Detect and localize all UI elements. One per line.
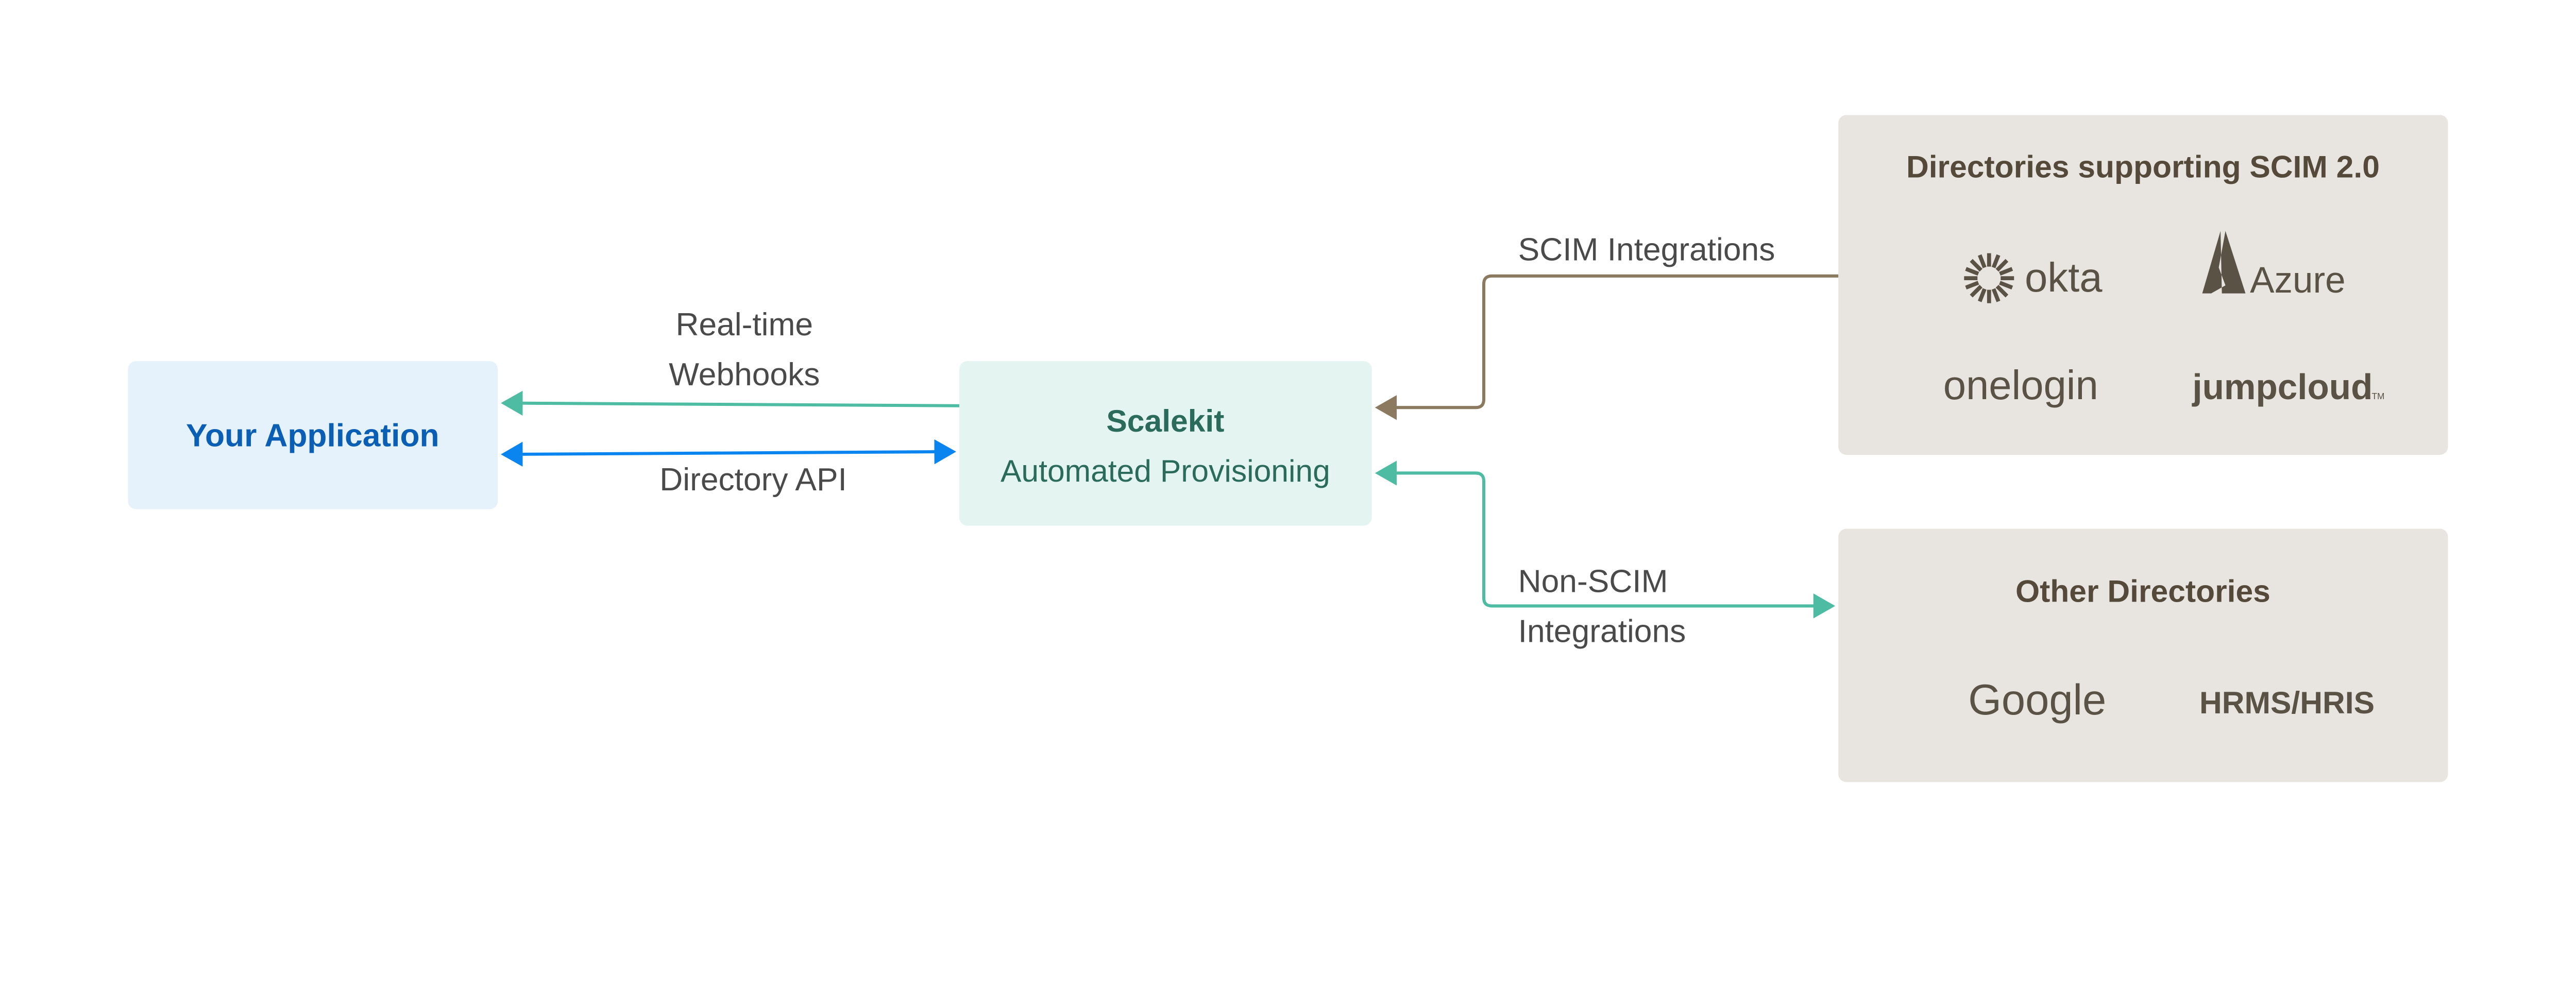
non-scim-label-line1: Non-SCIM	[1518, 564, 1668, 600]
non-scim-integrations-edge: Non-SCIM Integrations	[1375, 460, 1836, 650]
scim-integrations-edge: SCIM Integrations	[1375, 232, 1839, 420]
azure-logo: Azure	[2202, 231, 2346, 301]
scalekit-subtitle: Automated Provisioning	[1001, 453, 1330, 488]
onelogin-logo: onelogin	[1943, 362, 2098, 408]
scim-integrations-label: SCIM Integrations	[1518, 232, 1775, 268]
webhooks-edge: Real-time Webhooks	[501, 307, 960, 416]
other-directories-title: Other Directories	[2015, 574, 2270, 609]
azure-wordmark: Azure	[2250, 260, 2345, 301]
okta-sunburst-icon	[1964, 253, 2014, 303]
your-application-label: Your Application	[186, 418, 439, 454]
other-directories-node: Other Directories Google HRMS/HRIS	[1838, 528, 2448, 782]
scim-directories-title: Directories supporting SCIM 2.0	[1906, 149, 2380, 184]
hrms-hris-label: HRMS/HRIS	[2199, 685, 2375, 720]
webhooks-label-line1: Real-time	[675, 307, 813, 343]
scalekit-node: Scalekit Automated Provisioning	[959, 361, 1372, 526]
scim-directories-node: Directories supporting SCIM 2.0 okta Azu…	[1838, 115, 2448, 455]
directory-api-edge: Directory API	[501, 439, 956, 498]
google-logo: Google	[1968, 676, 2106, 724]
okta-wordmark: okta	[2025, 254, 2103, 300]
webhooks-label-line2: Webhooks	[669, 357, 820, 392]
non-scim-label-line2: Integrations	[1518, 614, 1686, 650]
provisioning-diagram: Your Application Scalekit Automated Prov…	[128, 115, 2448, 782]
scalekit-title: Scalekit	[1106, 403, 1224, 438]
jumpcloud-logo: jumpcloud TM	[2191, 367, 2384, 407]
jumpcloud-wordmark: jumpcloud	[2191, 367, 2372, 407]
azure-icon	[2202, 231, 2246, 294]
jumpcloud-trademark: TM	[2371, 391, 2384, 401]
your-application-node: Your Application	[128, 361, 498, 509]
okta-logo: okta	[1964, 253, 2103, 303]
directory-api-label: Directory API	[659, 462, 847, 498]
